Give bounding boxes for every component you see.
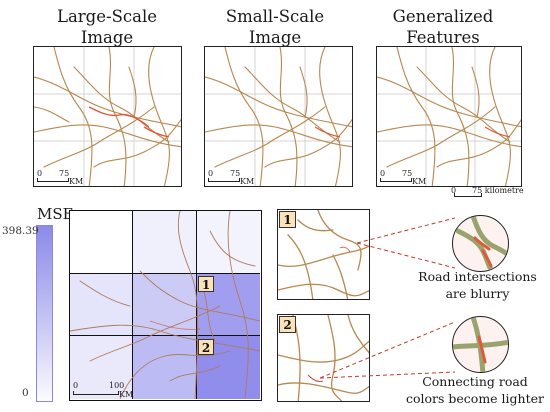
caption-1: Road intersections are blurry [418,269,537,301]
scalebar-unit: KM [240,177,255,186]
scalebar-zero: 0 [380,169,386,178]
mse-cell-2-1 [133,336,197,399]
scalebar-value: 75 kilometre [472,186,524,195]
scalebar-grid: 0 100 KM [73,381,143,399]
scalebar-unit: KM [412,177,427,186]
large-scale-map: 0 75 KM [33,46,182,187]
mse-max-label: 398.39 [2,225,39,237]
generalized-roads [377,47,521,186]
scalebar-generalized: 0 75 KM [380,169,440,186]
scalebar-value: 75 [402,169,413,178]
zoom-inset-1: 1 [277,209,370,300]
mse-min-label: 0 [22,387,29,399]
region-badge-1: 1 [198,276,214,292]
scalebar-zero: 0 [37,169,43,178]
zoom-circle-2 [452,316,509,373]
scalebar-small: 0 75 KM [208,169,268,186]
mse-legend-title: MSE [37,205,74,223]
large-scale-roads [34,47,181,186]
title-generalized-features: Generalized Features [392,7,494,47]
scalebar-unit: KM [69,177,84,186]
zoom-circle-2-roads [453,317,508,372]
scalebar-value: 75 [59,169,70,178]
mse-cell-0-0 [70,211,134,274]
mse-color-scale [36,225,53,402]
scalebar-zero: 0 [73,381,79,390]
scalebar-unit: KM [119,390,134,399]
grid-roads [70,211,260,399]
mse-cell-0-1 [133,211,197,274]
scalebar-kilometre: 0 75 kilometre [451,186,541,203]
zoom-badge-2: 2 [279,316,296,333]
generalized-features-map: 0 75 KM [376,46,522,187]
zoom-circle-1 [452,215,509,272]
caption-2: Connecting road colors become lighter [405,374,544,406]
scalebar-value: 75 [230,169,241,178]
scalebar-zero: 0 [451,186,457,195]
title-small-scale-image: Small-Scale Image [225,7,325,47]
mse-grid: 1 2 0 100 KM [69,210,262,401]
small-scale-roads [205,47,352,186]
region-badge-2: 2 [198,339,214,355]
mse-cell-2-0 [70,336,134,399]
scalebar-zero: 0 [208,169,214,178]
zoom-badge-1: 1 [279,211,296,228]
small-scale-map: 0 75 KM [204,46,353,187]
scalebar-value: 100 [109,381,125,390]
scalebar-large: 0 75 KM [37,169,97,186]
title-large-scale-image: Large-Scale Image [56,7,157,47]
zoom-circle-1-roads [455,216,508,271]
zoom-inset-2: 2 [277,314,370,402]
mse-cell-1-0 [70,273,134,337]
